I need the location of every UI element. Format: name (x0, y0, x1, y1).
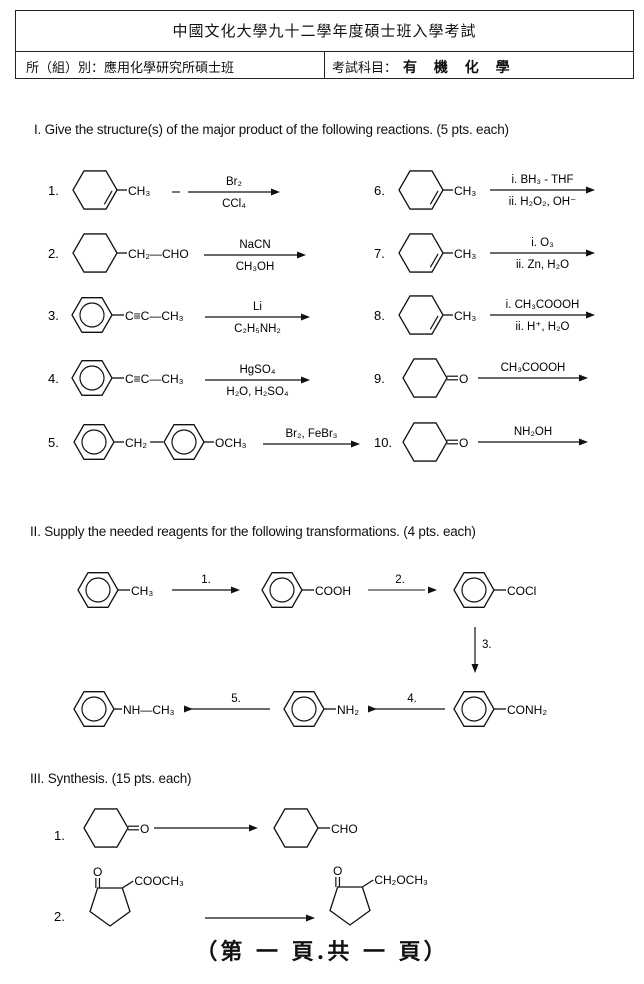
synthesis-2: 2. O COOCH₃ O CH₂OCH₃ (54, 864, 428, 927)
reaction-6-reagent-top: i. BH₃ - THF (512, 174, 574, 186)
step-5-label: 5. (231, 693, 241, 705)
reaction-2-reagent-bottom: CH₃OH (236, 261, 275, 273)
exam-title: 中國文化大學九十二學年度碩士班入學考試 (172, 22, 477, 40)
header-vertical-divider (324, 51, 325, 78)
reaction-10: 10. O NH₂OH (374, 422, 588, 462)
substituent: CH₃ (128, 184, 150, 198)
substituent: CH₃ (454, 247, 476, 261)
reaction-7: 7. CH₃ i. O₃ ii. Zn, H₂O (374, 233, 595, 273)
reaction-7-reagent-top: i. O₃ (531, 237, 554, 249)
reaction-number: 10. (374, 435, 392, 450)
transformation-scheme: CH₃ 1. COOH 2. COCl 3. CONH₂ 4. NH₂ 5. NH—CH₃ (73, 572, 547, 727)
reaction-4-reagent-top: HgSO₄ (239, 364, 275, 376)
reaction-8: 8. CH₃ i. CH₃COOOH ii. H⁺, H₂O (374, 295, 595, 335)
reaction-6: 6. CH₃ i. BH₃ - THF ii. H₂O₂, OH⁻ (374, 170, 595, 210)
reaction-4-reagent-bottom: H₂O, H₂SO₄ (226, 386, 288, 398)
section-1-heading: I. Give the structure(s) of the major pr… (34, 122, 509, 137)
reaction-1: 1. CH₃ Br₂ CCl₄ (48, 170, 280, 210)
page-footer: （第 一 頁.共 一 頁） (195, 939, 449, 965)
step-2-label: 2. (395, 574, 405, 586)
section-3-heading: III. Synthesis. (15 pts. each) (30, 771, 192, 786)
reaction-3-reagent-bottom: C₂H₅NH₂ (234, 323, 281, 335)
reaction-number: 6. (374, 183, 385, 198)
ketone-oxygen: O (333, 864, 342, 878)
carbonyl-oxygen: O (459, 436, 468, 450)
reaction-9: 9. O CH₃COOOH (374, 358, 588, 398)
aldehyde-substituent: CHO (331, 822, 358, 836)
reaction-number: 1. (48, 183, 59, 198)
carbonyl-oxygen: O (140, 822, 149, 836)
reaction-9-reagent-top: CH₃COOOH (501, 362, 566, 374)
ether-substituent: CH₂OCH₃ (374, 873, 428, 887)
reaction-2: 2. CH₂—CHO NaCN CH₃OH (48, 233, 306, 273)
reaction-number: 7. (374, 246, 385, 261)
department-field: 所（組）別：應用化學研究所碩士班 (26, 61, 235, 76)
substituent: C≡C—CH₃ (125, 372, 184, 386)
ketone-oxygen: O (93, 865, 102, 879)
section-2-heading: II. Supply the needed reagents for the f… (30, 524, 476, 539)
amide-substituent: CONH₂ (507, 703, 547, 717)
substituent: CH₃ (454, 184, 476, 198)
synthesis-number: 1. (54, 828, 65, 843)
subject-value: 有 機 化 學 (403, 60, 516, 76)
aniline-substituent: NH₂ (337, 703, 359, 717)
substituent: OCH₃ (215, 436, 247, 450)
reaction-5: 5. CH₂ OCH₃ Br₂, FeBr₃ (48, 424, 360, 460)
synthesis-1: 1. O CHO (54, 808, 358, 848)
substituent: C≡C—CH₃ (125, 309, 184, 323)
reaction-number: 8. (374, 308, 385, 323)
exam-header: 中國文化大學九十二學年度碩士班入學考試 所（組）別：應用化學研究所碩士班 考試科… (15, 10, 634, 79)
linker: CH₂ (125, 436, 147, 450)
reaction-number: 4. (48, 371, 59, 386)
acid-chloride-substituent: COCl (507, 584, 536, 598)
reaction-number: 9. (374, 371, 385, 386)
reaction-1-reagent-bottom: CCl₄ (222, 198, 246, 210)
substituent: CH₃ (454, 309, 476, 323)
reaction-number: 5. (48, 435, 59, 450)
reaction-7-reagent-bottom: ii. Zn, H₂O (516, 259, 569, 271)
reaction-8-reagent-top: i. CH₃COOOH (506, 299, 580, 311)
toluene-substituent: CH₃ (131, 584, 153, 598)
step-4-label: 4. (407, 693, 417, 705)
carbonyl-oxygen: O (459, 372, 468, 386)
reaction-1-reagent-top: Br₂ (226, 176, 242, 188)
substituent: CH₂—CHO (128, 247, 189, 261)
reaction-number: 2. (48, 246, 59, 261)
n-methylaniline-substituent: NH—CH₃ (123, 703, 175, 717)
subject-field: 考試科目： 有 機 化 學 (332, 57, 516, 77)
ester-substituent: COOCH₃ (134, 874, 184, 888)
reaction-3-reagent-top: Li (253, 301, 262, 313)
subject-label: 考試科目： (332, 61, 398, 76)
reaction-5-reagent-top: Br₂, FeBr₃ (286, 428, 338, 440)
reaction-10-reagent-top: NH₂OH (514, 426, 552, 438)
reaction-number: 3. (48, 308, 59, 323)
step-1-reagent-top: 1. (201, 574, 211, 586)
reaction-2-reagent-top: NaCN (239, 239, 270, 251)
reaction-8-reagent-bottom: ii. H⁺, H₂O (516, 321, 570, 333)
reaction-4: 4. C≡C—CH₃ HgSO₄ H₂O, H₂SO₄ (48, 360, 310, 398)
reaction-6-reagent-bottom: ii. H₂O₂, OH⁻ (509, 196, 576, 208)
step-3-label: 3. (482, 639, 492, 651)
benzoic-acid-substituent: COOH (315, 584, 351, 598)
synthesis-number: 2. (54, 909, 65, 924)
